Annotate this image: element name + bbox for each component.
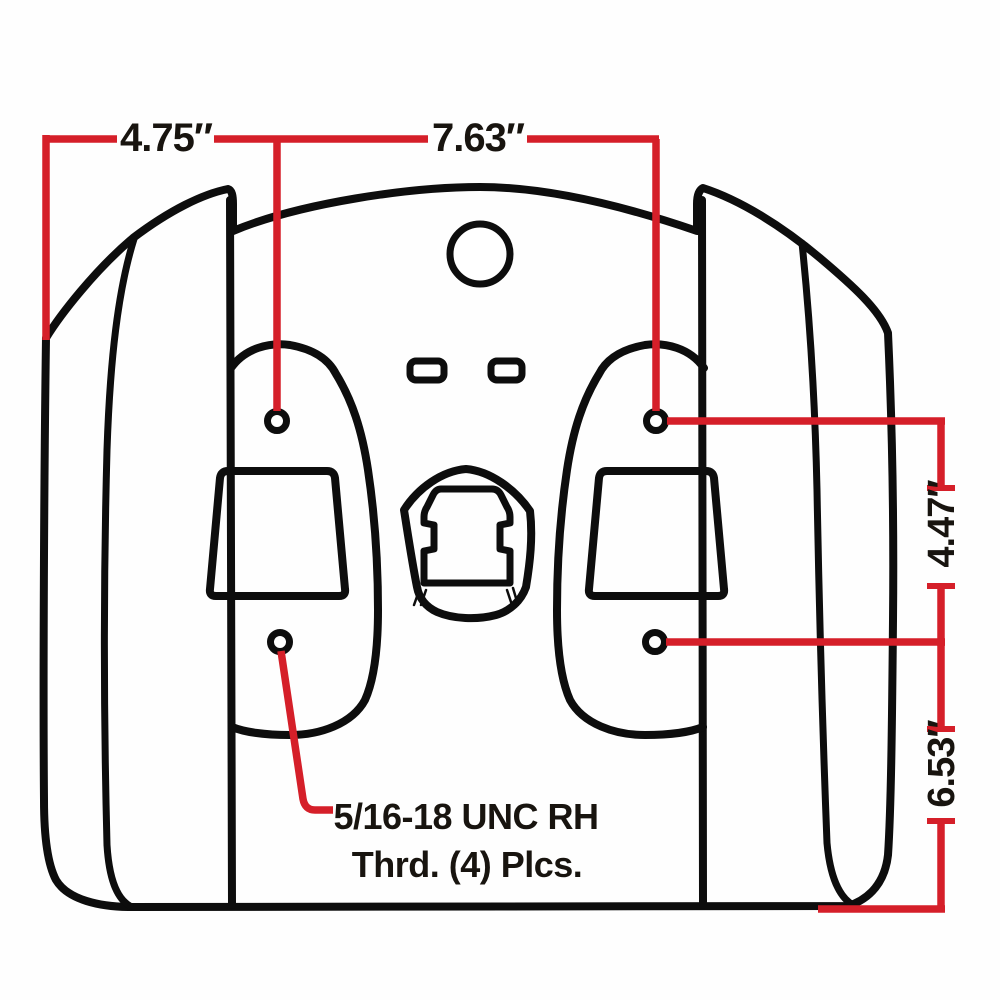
dimension-lines (42, 135, 955, 913)
dim-leader-upper-right-hole (667, 417, 945, 488)
left-mounting-recess (227, 340, 382, 739)
mounting-hole-upper-left (264, 408, 290, 434)
mounting-hole-lower-right (642, 629, 668, 655)
pedestal-shading-tick-right (505, 586, 520, 607)
right-trapezoid-pocket (584, 467, 729, 600)
seat-drawing (39, 183, 898, 911)
center-pedestal-outline (400, 465, 536, 623)
left-trapezoid-pocket (205, 467, 350, 600)
right-mounting-recess (553, 340, 708, 739)
thread-note-line1: 5/16-18 UNC RH (333, 796, 598, 837)
vent-slot-right (487, 357, 526, 384)
mounting-hole-lower-left (267, 629, 293, 655)
right-bolster-crease (698, 196, 707, 909)
left-sidewall-line (100, 235, 138, 910)
dim-label-4-47: 4.47″ (921, 480, 963, 568)
dim-label-7-63: 7.63″ (432, 116, 525, 160)
labels: 4.75″ 7.63″ 4.47″ 6.53″ 5/16-18 UNC RH T… (120, 116, 963, 885)
top-round-hole (446, 220, 514, 288)
dim-label-6-53: 6.53″ (921, 720, 963, 808)
center-pedestal-keyway (420, 485, 514, 587)
thread-note-line2: Thrd. (4) Plcs. (352, 844, 583, 885)
dim-label-4-75: 4.75″ (120, 116, 213, 160)
right-sidewall-line (798, 239, 857, 909)
dim-leader-lower-right-hole (666, 638, 945, 729)
vent-slot-left (406, 357, 448, 384)
note-leader-line (277, 650, 333, 814)
left-bolster-crease (226, 196, 236, 909)
pedestal-shading-tick-left (412, 586, 428, 607)
mounting-hole-upper-right (643, 408, 669, 434)
